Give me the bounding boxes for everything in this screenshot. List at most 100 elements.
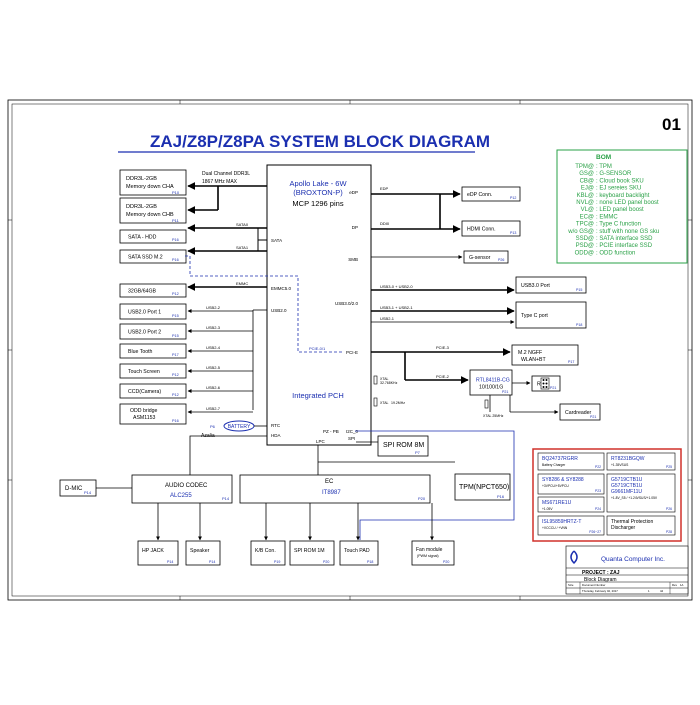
right-block-1: HDMI Conn.P13: [461, 220, 521, 237]
svg-text:P21: P21: [590, 415, 596, 419]
svg-text:SSD@: SSD@: [576, 236, 594, 242]
svg-text:+1.35VSUS: +1.35VSUS: [611, 463, 629, 467]
page-number: 01: [662, 115, 681, 134]
left-block-7: CCD(Camera)P12: [119, 383, 187, 399]
svg-text:: Type C function: : Type C function: [596, 222, 641, 228]
svg-text:G5719CTB1U: G5719CTB1U: [611, 483, 643, 489]
svg-text:: LED panel boost: : LED panel boost: [596, 207, 644, 213]
svg-text:TPM(NPCT650): TPM(NPCT650): [459, 484, 509, 491]
svg-text:P17: P17: [172, 353, 179, 357]
svg-text:EMMC: EMMC: [236, 281, 248, 286]
svg-text:P22: P22: [595, 465, 601, 469]
tpm-block: TPM(NPCT650) P16: [454, 473, 511, 501]
document-title: Block Diagram: [584, 577, 617, 583]
svg-text:EC@: EC@: [580, 214, 594, 220]
port-emmc: EMMC5.0: [271, 286, 292, 291]
bom-row: EC@: EMMC: [580, 214, 619, 220]
svg-text:AUDIO CODEC: AUDIO CODEC: [165, 483, 208, 489]
svg-text:: PCIE interface SSD: : PCIE interface SSD: [596, 243, 653, 249]
svg-text:USB2-5: USB2-5: [206, 365, 221, 370]
svg-text:SATA0: SATA0: [236, 222, 249, 227]
svg-text:P21: P21: [550, 386, 556, 390]
svg-text:P26: P26: [666, 507, 672, 511]
spi-rom: SPI ROM 8M P7: [356, 435, 429, 457]
svg-text:: SATA interface SSD: : SATA interface SSD: [596, 236, 653, 242]
svg-text:DDI0: DDI0: [380, 221, 390, 226]
svg-text:PCIE-3: PCIE-3: [436, 345, 450, 350]
svg-text:TPC@: TPC@: [576, 222, 594, 228]
svg-text:P7: P7: [415, 450, 421, 455]
svg-text:10/100/1G: 10/100/1G: [479, 385, 503, 391]
svg-text:P28: P28: [666, 530, 672, 534]
svg-text:: keyboard backlight: : keyboard backlight: [596, 193, 650, 199]
svg-text:+1.05V: +1.05V: [542, 507, 553, 511]
ddr-channel-label: Dual Channel DDR3L: [202, 171, 250, 177]
svg-text:32GB/64GB: 32GB/64GB: [128, 289, 157, 295]
svg-text:P11: P11: [172, 218, 180, 223]
svg-text:Rev: Rev: [672, 583, 678, 587]
svg-text:TPM@: TPM@: [575, 164, 594, 170]
svg-text:1: 1: [648, 589, 650, 593]
port-pz: PZ - PB: [323, 429, 339, 434]
svg-text:: EMMC: : EMMC: [596, 214, 618, 220]
svg-text:P16: P16: [497, 494, 505, 499]
svg-text:P19: P19: [274, 560, 280, 564]
company-name: Quanta Computer Inc.: [601, 556, 665, 563]
port-dp: DP: [352, 225, 358, 230]
svg-text:Discharger: Discharger: [611, 525, 636, 531]
svg-text:EJ@: EJ@: [581, 186, 594, 192]
svg-text:(PWM signal): (PWM signal): [417, 554, 439, 558]
svg-text:G9661MF11U: G9661MF11U: [611, 489, 642, 495]
svg-text:SY8286 & SY8288: SY8286 & SY8288: [542, 477, 584, 483]
diagram-title: ZAJ/Z8P/Z8PA SYSTEM BLOCK DIAGRAM: [150, 132, 490, 151]
port-hda: HDA: [271, 433, 281, 438]
bom-row: TPC@: Type C function: [576, 222, 641, 228]
bom-row: PSD@: PCIE interface SSD: [576, 243, 653, 249]
svg-text:P15: P15: [576, 288, 582, 292]
right-block-0: eDP Conn.P12: [461, 186, 521, 202]
svg-text:IT8987: IT8987: [322, 490, 341, 496]
bom-row: GS@: G-SENSOR: [579, 171, 632, 177]
bom-row: VL@: LED panel boost: [581, 207, 644, 213]
svg-text:P26: P26: [498, 258, 504, 262]
svg-text:P6: P6: [210, 424, 216, 429]
svg-text:Size: Size: [568, 583, 574, 587]
svg-text:SATA - HDD: SATA - HDD: [128, 235, 157, 241]
svg-text:USB2-2: USB2-2: [206, 305, 221, 310]
svg-text:P12: P12: [172, 373, 179, 377]
svg-text:VL@: VL@: [581, 207, 594, 213]
svg-text:G5719CTB1U: G5719CTB1U: [611, 477, 643, 483]
svg-text:USB3-0 + USB2-0: USB3-0 + USB2-0: [380, 284, 413, 289]
port-smb: SMB: [348, 257, 358, 262]
svg-text:P20: P20: [443, 560, 449, 564]
svg-text:P18: P18: [576, 323, 582, 327]
svg-text:: TPM: : TPM: [596, 164, 612, 170]
project-label: PROJECT : ZAJ: [582, 570, 620, 576]
svg-text:Fan module: Fan module: [416, 547, 443, 553]
bus-pcie-0-1: PCIE-0/1: [309, 346, 326, 351]
svg-text:USB2-4: USB2-4: [206, 345, 221, 350]
svg-text:USB3-1 + USB2-1: USB3-1 + USB2-1: [380, 305, 413, 310]
bom-row: KBL@: keyboard backlight: [577, 193, 650, 199]
svg-text:P24: P24: [595, 507, 601, 511]
svg-text:KBL@: KBL@: [577, 193, 594, 199]
svg-text:CB@: CB@: [580, 178, 594, 184]
port-usb2: USB2.0: [271, 308, 287, 313]
svg-text:ALC255: ALC255: [170, 493, 192, 499]
rj45-icon: [540, 377, 550, 390]
svg-text:P14: P14: [84, 490, 92, 495]
svg-text:GS@: GS@: [579, 171, 594, 177]
